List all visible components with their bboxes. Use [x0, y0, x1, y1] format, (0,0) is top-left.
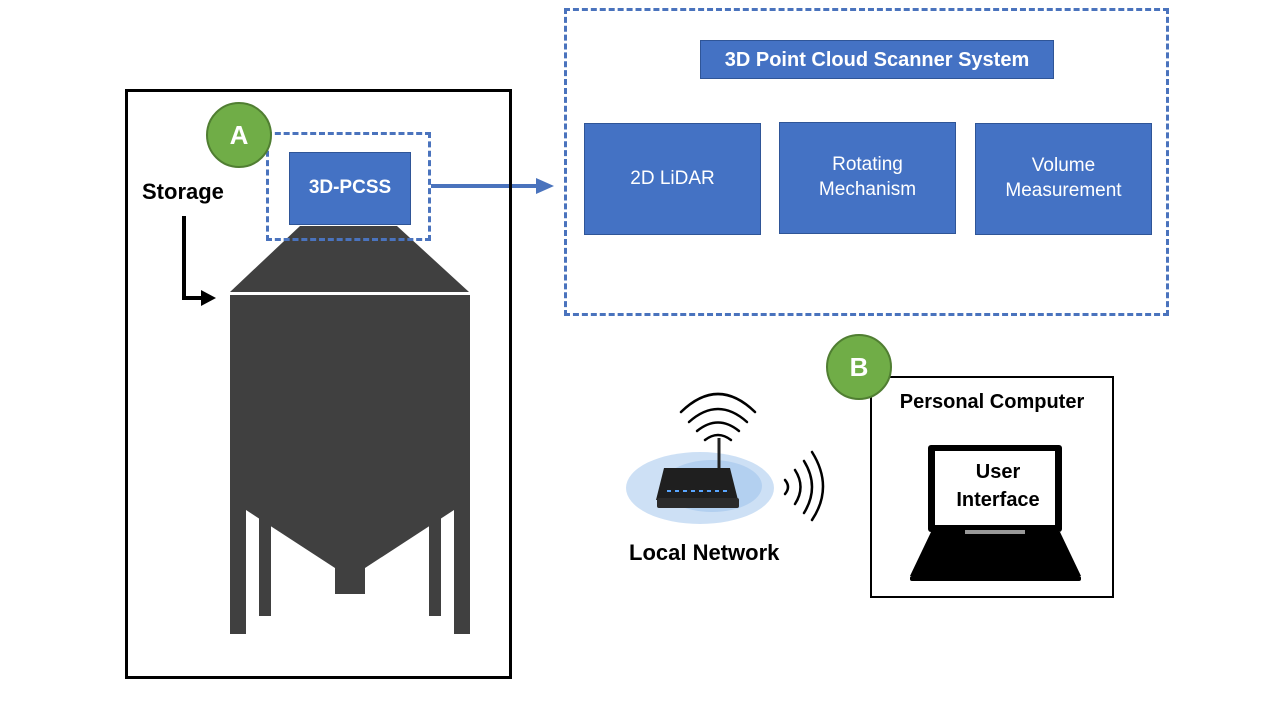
pcss-label: 3D-PCSS: [308, 177, 392, 199]
scanner-system-title-text: 3D Point Cloud Scanner System: [724, 48, 1030, 71]
scanner-system-title: 3D Point Cloud Scanner System: [700, 40, 1054, 79]
component-rotating-mechanism: Rotating Mechanism: [779, 122, 956, 234]
badge-b: B: [826, 334, 892, 400]
component-label-line1: 2D LiDAR: [630, 167, 715, 189]
storage-arrow: [182, 216, 216, 306]
personal-computer-frame: [870, 376, 1114, 598]
silo-roof: [230, 226, 469, 292]
silo-hopper: [246, 510, 454, 568]
component-label-line1: Volume: [1031, 155, 1096, 177]
laptop-icon: [910, 445, 1081, 581]
silo-leg-inner-left: [259, 510, 271, 616]
component-volume-measurement: Volume Measurement: [975, 123, 1152, 235]
storage-label: Storage: [142, 179, 224, 204]
pcss-to-system-arrow: [431, 178, 554, 194]
silo-body: [230, 295, 470, 510]
scanner-system-frame: [564, 8, 1169, 316]
user-interface-line2: Interface: [956, 489, 1040, 512]
silo-leg-inner-right: [429, 510, 441, 616]
component-label-line2: Mechanism: [818, 179, 917, 200]
local-network-label: Local Network: [629, 540, 780, 565]
personal-computer-title: Personal Computer: [899, 391, 1085, 413]
pcss-box: 3D-PCSS: [289, 152, 411, 225]
silo-icon: [230, 226, 470, 634]
wifi-up-icon: [679, 392, 757, 442]
silo-outlet: [335, 568, 365, 594]
storage-frame: [125, 89, 512, 679]
silo-leg-outer-left: [230, 510, 246, 634]
wifi-right-icon: [783, 450, 825, 522]
component-label-line2: Measurement: [1005, 180, 1122, 201]
component-label-line1: Rotating: [832, 154, 903, 176]
user-interface-label: User Interface: [935, 458, 1061, 515]
user-interface-line1: User: [975, 461, 1021, 483]
badge-a: A: [206, 102, 272, 168]
silo-leg-outer-right: [454, 510, 470, 634]
router-icon: [626, 438, 774, 524]
pcss-highlight-frame: [266, 132, 431, 241]
component-2d-lidar: 2D LiDAR: [584, 123, 761, 235]
